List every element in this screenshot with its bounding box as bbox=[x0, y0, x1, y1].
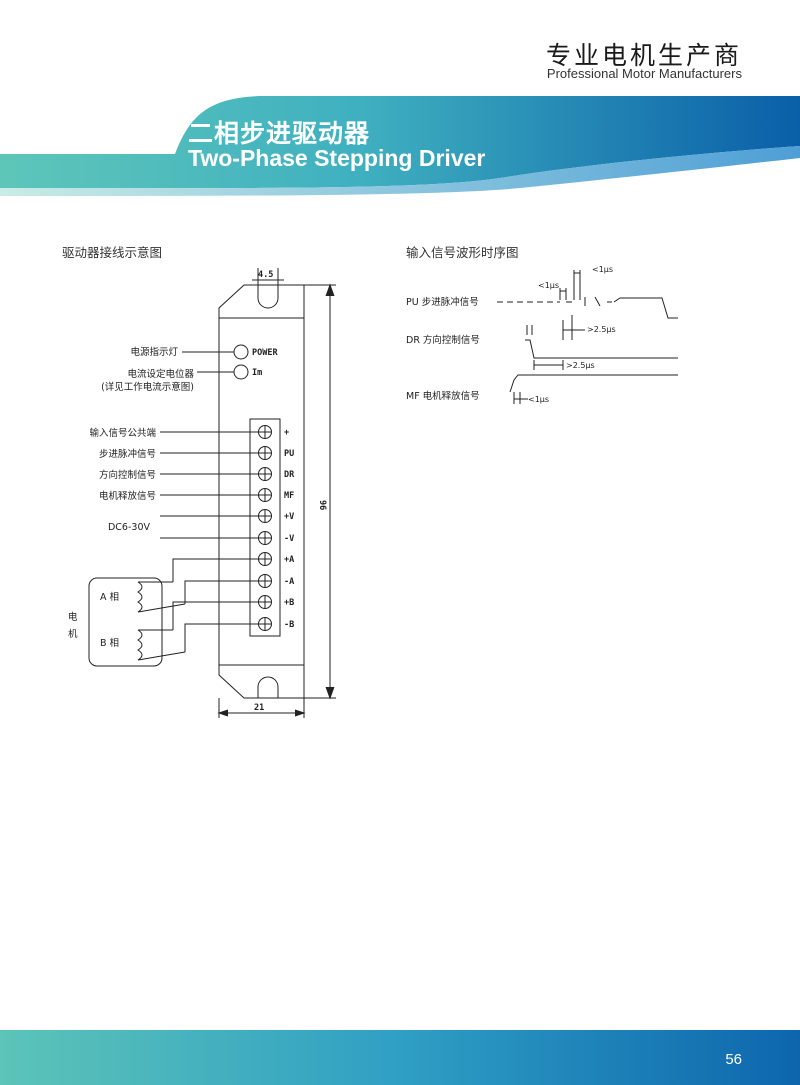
motor-label-2: 机 bbox=[68, 628, 78, 640]
terminal-label: +B bbox=[284, 598, 294, 608]
terminal-labels: + PU DR MF +V -V +A -A +B -B bbox=[284, 428, 295, 630]
dim-height-label: 96 bbox=[317, 500, 327, 510]
terminal-label: MF bbox=[284, 491, 294, 501]
brand-name-cn: 专业电机生产商 bbox=[545, 41, 742, 70]
wiring-diagram-title: 驱动器接线示意图 bbox=[62, 245, 163, 260]
terminal-label: -V bbox=[284, 534, 294, 544]
t-1us-c: <1μs bbox=[528, 395, 549, 404]
dim-width-label: 21 bbox=[254, 703, 264, 713]
input-label-release: 电机释放信号 bbox=[99, 490, 156, 502]
power-led-icon bbox=[233, 344, 249, 360]
pu-label: PU 步进脉冲信号 bbox=[406, 296, 479, 308]
terminal-screws bbox=[258, 425, 272, 631]
phase-a-label: A 相 bbox=[100, 591, 119, 603]
t-25us-b: >2.5μs bbox=[566, 361, 595, 370]
brand-name-en: Professional Motor Manufacturers bbox=[546, 66, 742, 81]
mf-waveform bbox=[509, 374, 678, 393]
coil-a-icon bbox=[137, 581, 143, 613]
current-pot-note: (详见工作电流示意图) bbox=[101, 381, 194, 393]
terminal-label: -A bbox=[284, 577, 294, 587]
terminal-label: + bbox=[284, 428, 289, 438]
dr-label: DR 方向控制信号 bbox=[406, 334, 480, 346]
terminal-label: +V bbox=[284, 512, 294, 522]
product-title-en: Two-Phase Stepping Driver bbox=[188, 145, 486, 171]
input-label-direction: 方向控制信号 bbox=[99, 469, 156, 481]
supply-label: DC6-30V bbox=[108, 522, 151, 533]
footer-bar bbox=[0, 1030, 800, 1085]
timing-diagram-title: 输入信号波形时序图 bbox=[406, 245, 519, 260]
dim-top-label: 4.5 bbox=[258, 270, 273, 280]
mf-label: MF 电机释放信号 bbox=[406, 390, 480, 402]
input-label-pulse: 步进脉冲信号 bbox=[99, 448, 156, 460]
current-pot-label: 电流设定电位器 bbox=[127, 368, 194, 380]
page-number: 56 bbox=[725, 1051, 742, 1068]
coil-b-icon bbox=[137, 629, 143, 661]
motor-label-1: 电 bbox=[68, 611, 78, 623]
input-label-common: 输入信号公共端 bbox=[89, 427, 156, 439]
header-banner bbox=[0, 96, 800, 196]
t-25us-a: >2.5μs bbox=[587, 325, 616, 334]
phase-b-label: B 相 bbox=[100, 637, 119, 649]
terminal-label: -B bbox=[284, 620, 294, 630]
product-title-cn: 二相步进驱动器 bbox=[188, 119, 371, 148]
power-led-label: 电源指示灯 bbox=[130, 346, 178, 358]
timing-diagram: PU 步进脉冲信号 DR 方向控制信号 MF 电机释放信号 <1μs <1μs … bbox=[406, 265, 678, 404]
t-1us-b: <1μs bbox=[538, 281, 559, 290]
terminal-label: DR bbox=[284, 470, 295, 480]
t-1us-a: <1μs bbox=[592, 265, 613, 274]
mounting-slot-bottom bbox=[257, 676, 279, 698]
terminal-block bbox=[249, 418, 281, 637]
current-pot-icon bbox=[233, 364, 249, 380]
mounting-slot-top bbox=[257, 285, 279, 309]
wiring-diagram: 4.5 96 21 POWER Im 电源指示灯 电流设定电位器 (详见工作电流… bbox=[68, 268, 336, 718]
terminal-label: PU bbox=[284, 449, 294, 459]
power-text: POWER bbox=[252, 348, 278, 358]
terminal-label: +A bbox=[284, 555, 294, 565]
motor-box bbox=[88, 577, 163, 667]
current-pot-text: Im bbox=[252, 368, 262, 378]
dr-waveform bbox=[525, 339, 678, 359]
